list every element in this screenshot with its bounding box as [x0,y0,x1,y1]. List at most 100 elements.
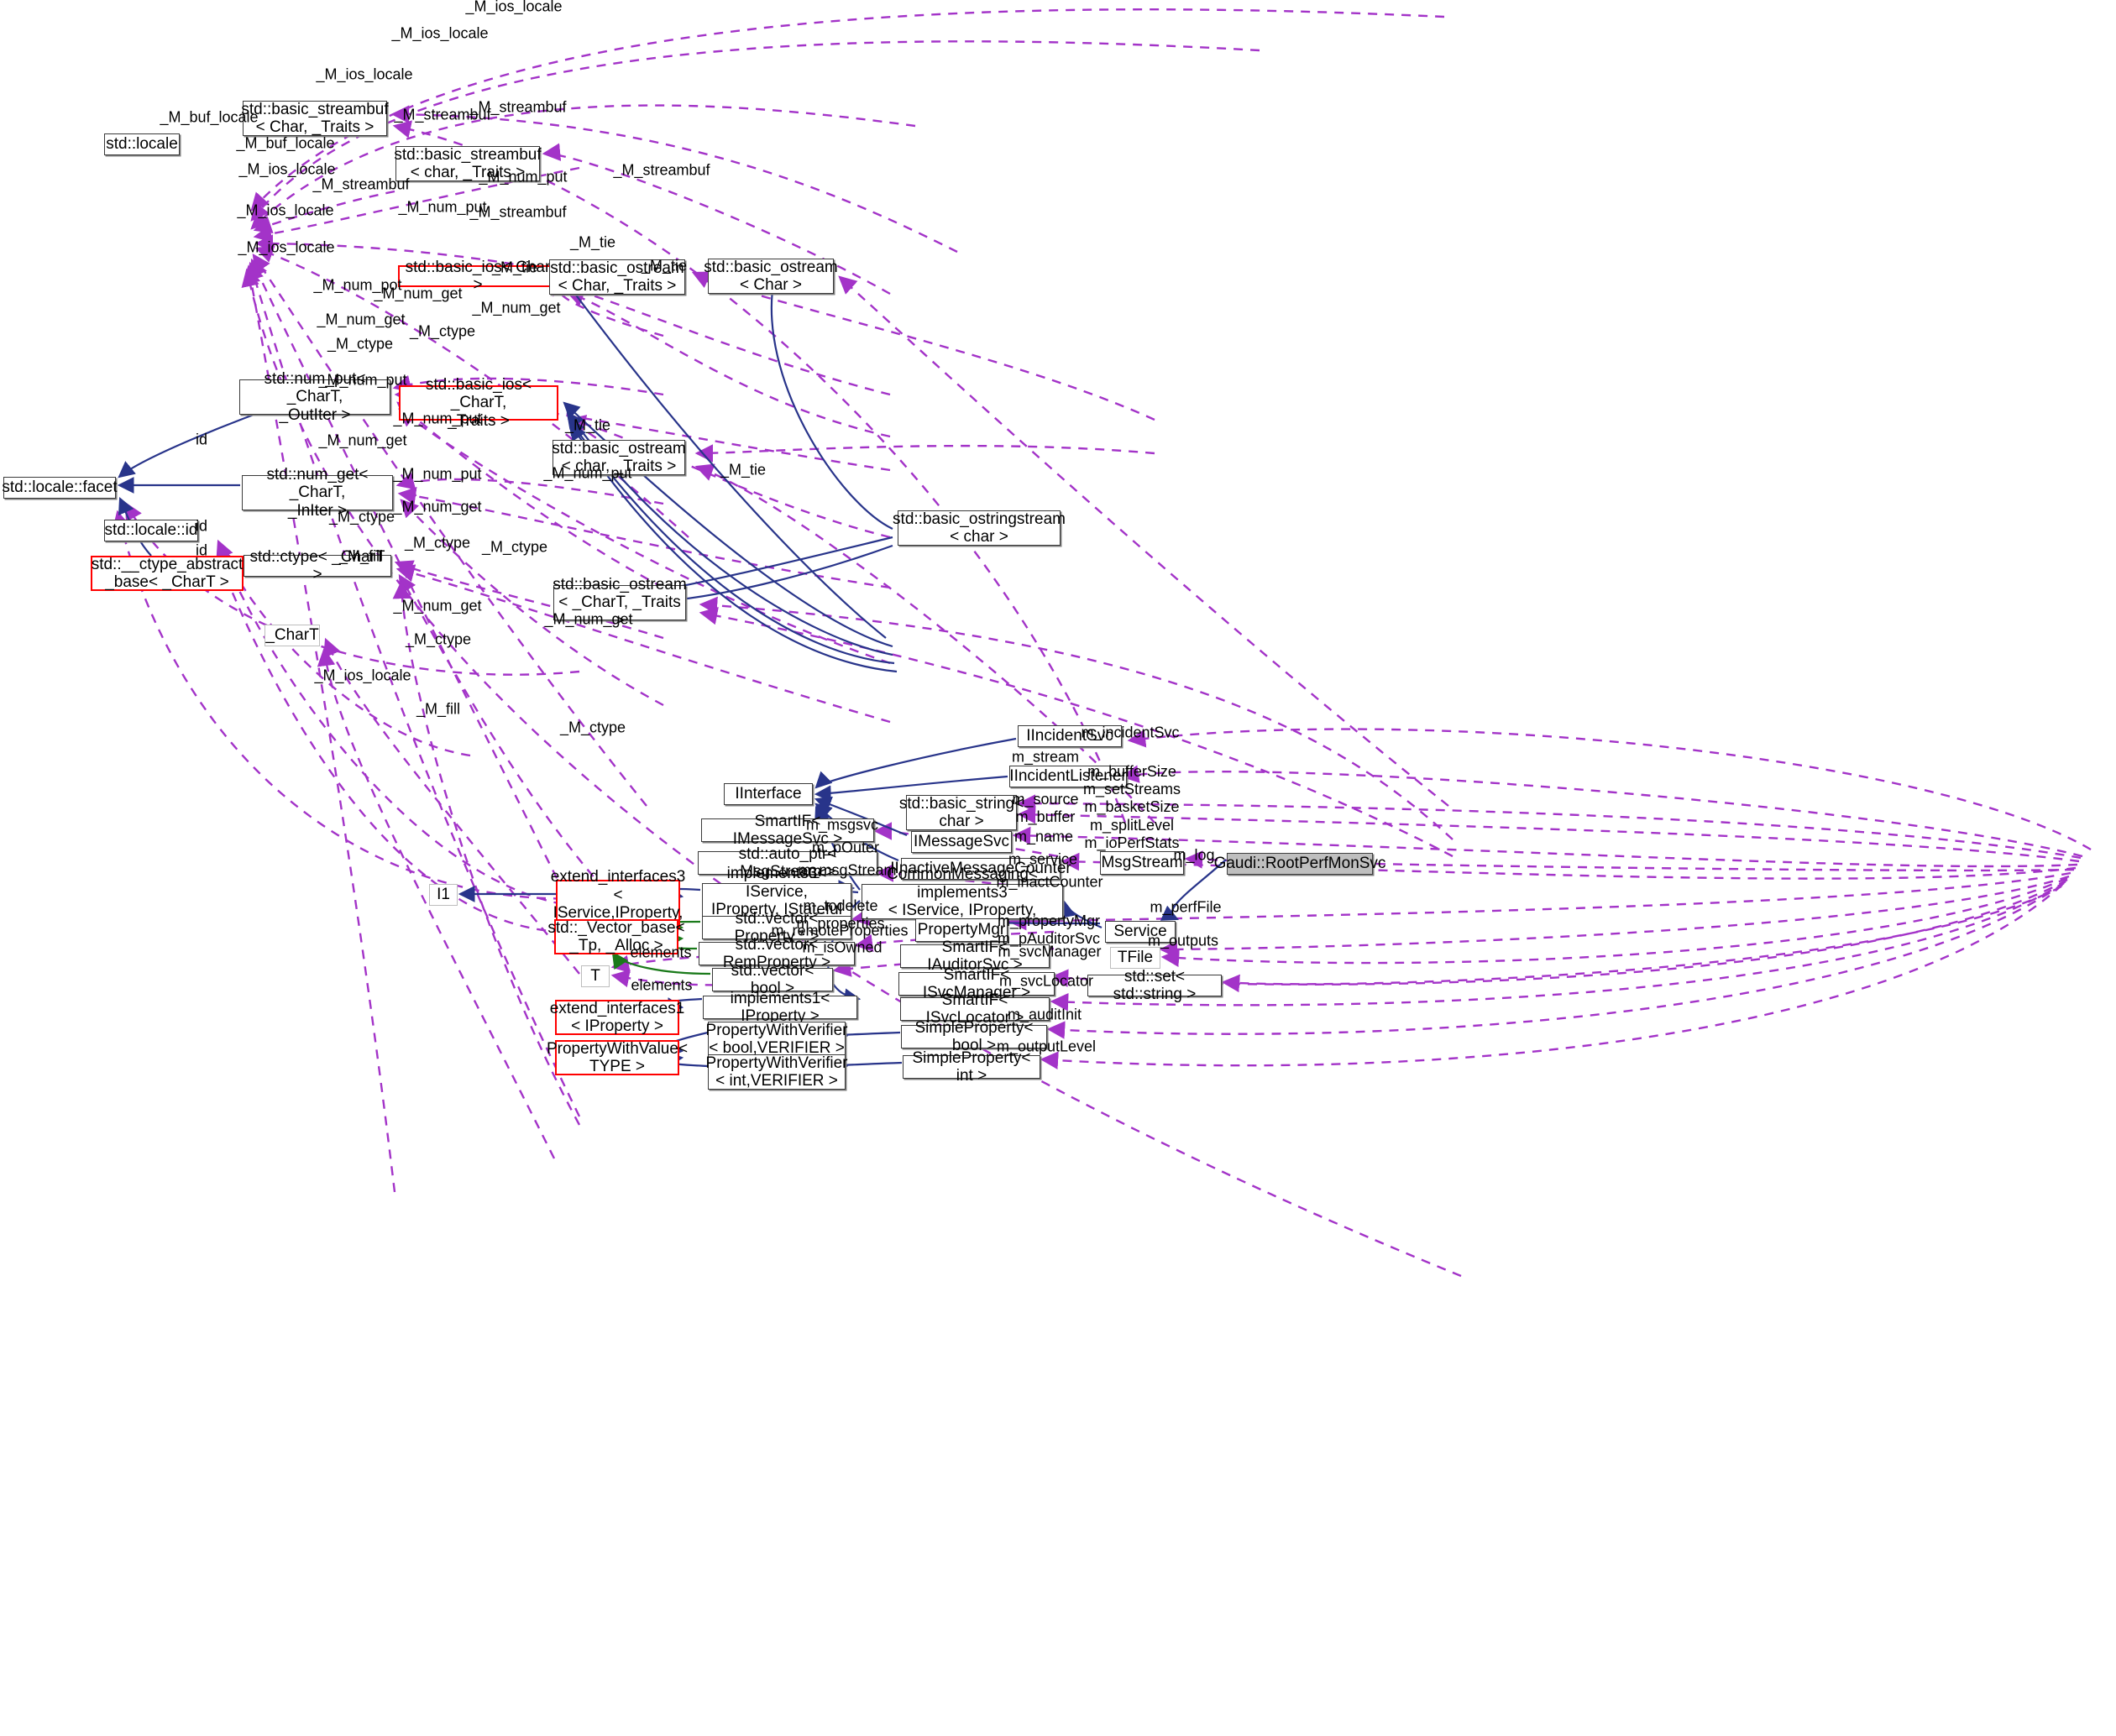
class-node-num_put[interactable]: std::num_put< _CharT, _OutIter > [239,370,390,424]
edge-label: _M_fill [338,547,384,565]
edge-label: m_perfFile [1150,898,1222,916]
class-node-ostream_Char[interactable]: std::basic_ostream < Char > [704,258,838,294]
class-node-ctype_abstract[interactable]: std::__ctype_abstract _base< _CharT > [91,555,244,591]
edge-label: _M_num_get [544,610,633,628]
edge-label: _M_tie [720,461,767,478]
edge-label: _M_ios_locale [391,24,489,42]
class-node-T[interactable]: T [581,965,610,987]
class-node-CommonMessaging[interactable]: CommonMessaging< implements3 < IService,… [862,865,1063,937]
class-node-vector_bool[interactable]: std::vector< bool > [712,962,833,997]
edge-label: _M_ios_locale [238,160,336,178]
edge-label: m_incidentSvc [1081,724,1180,741]
edge-label: m_name [1013,828,1074,845]
edge-label: _M_streambuf [469,98,567,116]
class-node-ostream_CharT_Traits[interactable]: std::basic_ostream < _CharT, _Traits > [553,576,687,630]
class-node-basic_ios_Char[interactable]: std::basic_ios< Char > [398,259,558,294]
class-node-IMessageSvc[interactable]: IMessageSvc [911,831,1012,853]
edge-label: m_remoteProperties [771,922,909,939]
edge-label: m_outputLevel [996,1038,1097,1055]
class-node-I1[interactable]: I1 [429,884,458,906]
class-node-vector_RemProperty[interactable]: std::vector< RemProperty > [699,936,855,971]
class-node-IInterface[interactable]: IInterface [724,783,813,805]
edge-label: _M_ios_locale [316,65,413,83]
edge-label: _M_ctype [481,538,548,556]
class-node-PropertyMgr[interactable]: PropertyMgr [915,918,1008,942]
edge-label: _M_num_put [479,168,568,186]
edge-label: _M_streambuf [312,175,410,193]
class-node-implements1[interactable]: implements1< IProperty > [703,990,857,1025]
edge-label: m_isOwned [802,939,883,956]
edge-label: m_auditInit [1007,1006,1082,1023]
edge-label: m_msgStream [798,861,897,879]
edge-label: _M_streambuf [469,203,567,221]
edge-label: m_pOuter [811,839,880,856]
edge-label: _M_num_get [472,299,561,316]
edge-label: _M_ctype [409,322,476,340]
class-node-IIncidentSvc[interactable]: IIncidentSvc [1018,725,1122,747]
edge-label: m_bufferSize m_setStreams m_basketSize m… [1082,762,1181,851]
class-node-extend_interfaces1[interactable]: extend_interfaces1 < IProperty > [549,999,685,1035]
class-node-basic_string_char[interactable]: std::basic_string< char > [898,794,1024,830]
edge-label: m_inactCounter [996,873,1103,891]
edge-label: _M_ios_locale [465,0,563,15]
edge-label: _M_buf_locale [160,108,259,126]
class-node-ctype_CharT[interactable]: std::ctype< _CharT > [244,548,391,583]
class-node-RootPerfMonSvc[interactable]: Gaudi::RootPerfMonSvc [1214,853,1385,875]
edge-label: id [195,517,208,535]
class-node-set_string[interactable]: std::set< std::string > [1087,968,1222,1003]
class-node-ostream_char_Traits[interactable]: std::basic_ostream < char, _Traits > [552,439,686,475]
class-node-SmartIF_IAuditorSvc[interactable]: SmartIF< IAuditorSvc > [900,939,1050,974]
edge-label: _M_num_put [393,465,482,483]
class-node-ostream_Char_Traits[interactable]: std::basic_ostream < Char, _Traits > [549,259,685,295]
class-node-SimpleProperty_bool[interactable]: SimpleProperty< bool > [901,1019,1047,1054]
class-node-SmartIF_IMessageSvc[interactable]: SmartIF< IMessageSvc > [701,813,874,848]
class-node-locale_facet[interactable]: std::locale::facet [2,477,118,499]
edge-label: m_propertyMgr m_pAuditorSvc [997,912,1101,947]
edge-label: _M_streambuf [394,106,491,123]
class-node-locale_id[interactable]: std::locale::id [104,520,198,541]
class-node-Vector_base[interactable]: std::_Vector_base< _Tp, _Alloc > [547,918,685,954]
edge-label: _M_tie [491,259,538,276]
edge-label: m_msgsvc [805,816,879,834]
edge-label: _M_num_pot [313,276,402,294]
class-node-TFile[interactable]: TFile [1110,947,1160,969]
class-node-IInactiveMessageCounter[interactable]: IInactiveMessageCounter [890,858,1071,880]
edge-label: _M_num_put [398,198,487,216]
class-node-SimpleProperty_int[interactable]: SimpleProperty< int > [903,1049,1040,1085]
class-node-PropertyWithVerifier_bool[interactable]: PropertyWithVerifier < bool,VERIFIER > [705,1021,848,1057]
class-node-streambuf_char[interactable]: std::basic_streambuf < char, _Traits > [394,145,542,181]
edge-label: _M_ctype [404,534,471,552]
class-node-streambuf_Char[interactable]: std::basic_streambuf < Char, _Traits > [241,100,389,136]
class-node-IIncidentListener[interactable]: IIncidentListener [1009,766,1127,787]
edge-label: _M_streambuf [613,161,710,179]
class-node-MsgStream[interactable]: MsgStream [1100,851,1184,875]
edge-label: _M_num_get [374,285,463,302]
class-node-Service[interactable]: Service [1105,921,1176,943]
edge-label: _M_ctype [405,630,472,648]
edge-label: m_service [1008,850,1078,868]
class-node-PropertyWithVerifier_int[interactable]: PropertyWithVerifier < int,VERIFIER > [705,1054,848,1090]
edge-label: _M_ctype [559,719,626,736]
class-node-CharT[interactable]: _CharT [264,625,320,646]
class-node-PropertyWithValue[interactable]: PropertyWithValue< TYPE > [546,1039,689,1075]
edge-label: _M_num_put [318,371,407,389]
class-node-SmartIF_ISvcManager[interactable]: SmartIF< ISvcManager > [898,966,1055,1001]
edge-label: elements [631,976,693,994]
edge-label: id [195,431,208,448]
edge-label: m_todelete m_properties [796,897,885,932]
class-node-basic_ios_CharT[interactable]: std::basic_ios< _CharT, _Traits > [399,376,558,430]
class-node-num_get[interactable]: std::num_get< _CharT, _InIter > [242,466,393,520]
edge-label: _M_fill [416,700,461,718]
edge-label: _M_tie [564,416,611,434]
edge-label: _M_ios_locale [237,201,334,219]
edge-label: m_source m_buffer [1012,790,1079,825]
edge-label: _M_num_get [318,431,407,449]
class-node-ostringstream[interactable]: std::basic_ostringstream < char > [893,510,1066,546]
edge-label: _M_ctype [328,508,395,526]
edge-label: m_svcLocator [998,972,1094,990]
class-node-locale[interactable]: std::locale [104,133,180,155]
edge-label: m_svcManager [998,943,1102,960]
edge-label: _M_num_get [317,311,406,328]
edge-label: _M_ctype [327,335,394,353]
